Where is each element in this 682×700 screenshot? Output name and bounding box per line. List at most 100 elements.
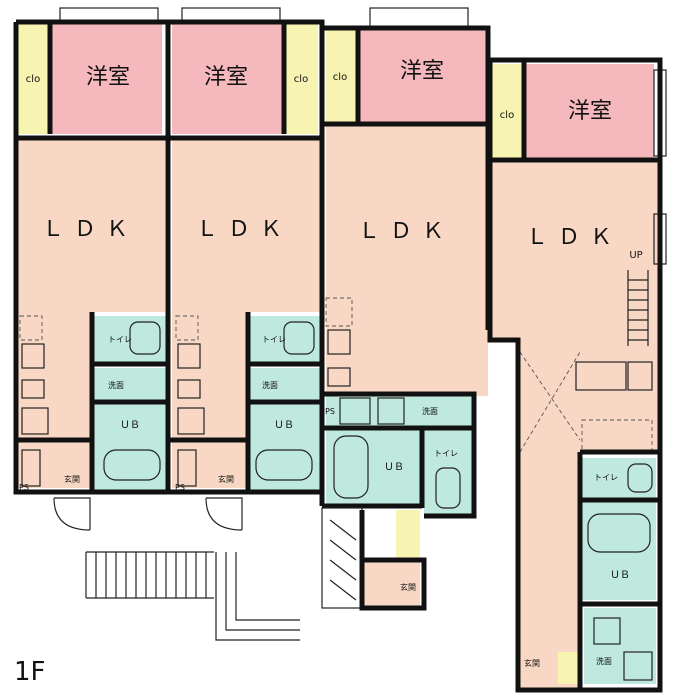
unit2-sink [177, 343, 201, 369]
unit4-closet [492, 64, 524, 158]
unit4-hall [520, 452, 580, 608]
unit4-up-label: UP [629, 250, 642, 261]
unit2-bedroom [172, 22, 284, 134]
unit4-ldk-upper [490, 162, 658, 342]
unit4-bedroom-label: 洋室 [568, 99, 612, 124]
unit3-entrance [362, 562, 420, 606]
unit2-bedroom-label: 洋室 [204, 65, 248, 90]
unit3-toilet-fixture [435, 467, 461, 509]
unit3-washroom [326, 396, 472, 426]
unit-3: 洋室 clo ＬＤＫ 洗面 ＵＢ トイレ 玄関 PS [319, 7, 491, 611]
unit1-bath [92, 404, 166, 490]
unit1-stove [21, 379, 45, 399]
unit3-entrance-walls [359, 510, 427, 611]
unit4-sink [575, 361, 627, 391]
unit2-bath-label: ＵＢ [274, 420, 294, 431]
unit1-counter-outline [19, 315, 43, 341]
unit1-fridge [21, 407, 49, 435]
unit2-ldk-label: ＬＤＫ [196, 217, 292, 242]
unit4-stove [627, 361, 653, 391]
unit1-ldk [16, 140, 165, 312]
unit4-bedroom [524, 64, 654, 158]
exterior-stairs-landing [215, 552, 300, 641]
unit1-bedroom-label: 洋室 [86, 65, 130, 90]
unit3-stove [327, 367, 351, 387]
unit3-counter-outline [325, 297, 353, 327]
unit4-washer [593, 617, 621, 645]
unit2-washroom-label: 洗面 [262, 380, 278, 390]
unit4-bathtub [587, 513, 651, 553]
unit3-stairs [321, 507, 363, 609]
unit3-bedroom [358, 28, 486, 122]
unit3-toilet [424, 428, 472, 516]
unit3-bedroom-label: 洋室 [400, 59, 444, 84]
unit3-ldk-label: ＬＤＫ [358, 219, 454, 244]
unit1-ps-label: PS [19, 483, 29, 492]
unit2-entry-door [205, 497, 243, 531]
unit1-toilet-label: トイレ [108, 335, 132, 344]
unit1-closet [16, 22, 50, 134]
unit3-bathtub [333, 435, 369, 499]
unit4-entrance-label: 玄関 [524, 658, 540, 668]
unit2-washroom [248, 368, 320, 400]
unit3-entrance-label: 玄関 [400, 582, 416, 592]
unit1-washroom-label: 洗面 [108, 380, 124, 390]
unit-4: 洋室 clo ＬＤＫ UP トイレ ＵＢ 洗面 玄関 [487, 57, 667, 693]
unit2-ps-label: PS [175, 483, 185, 492]
unit2-bath [248, 404, 320, 490]
unit1-bedroom [50, 22, 162, 134]
unit1-kitchen-entry [16, 312, 92, 488]
unit3-washer [339, 397, 371, 425]
unit3-window [369, 7, 469, 29]
unit-1: 洋室 clo ＬＤＫ トイレ 洗面 ＵＢ 玄関 PS [13, 7, 171, 531]
unit4-toilet-label: トイレ [594, 473, 618, 482]
unit3-closet [326, 28, 358, 122]
unit4-wash-basin [623, 651, 653, 681]
unit2-bathtub [255, 449, 313, 481]
unit2-stove [177, 379, 201, 399]
unit3-shoe-box [396, 510, 420, 560]
unit2-entrance-label: 玄関 [218, 474, 234, 484]
unit3-washroom-label: 洗面 [422, 406, 438, 416]
unit2-toilet-label: トイレ [262, 335, 286, 344]
unit2-kitchen-entry [172, 312, 248, 488]
unit3-toilet-label: トイレ [434, 449, 458, 458]
exterior-stairs-steps [85, 551, 214, 599]
unit1-bathtub [103, 449, 161, 481]
unit4-toilet-fixture [627, 463, 653, 493]
unit1-toilet [92, 316, 166, 364]
unit1-ldk-label: ＬＤＫ [42, 217, 138, 242]
unit4-closet-label: clo [500, 110, 514, 121]
unit2-walls [165, 19, 325, 495]
unit4-shoe-box [558, 652, 578, 684]
unit1-bath-label: ＵＢ [120, 420, 140, 431]
unit4-bath-label: ＵＢ [610, 570, 630, 581]
unit2-closet-label: clo [294, 74, 308, 85]
unit1-toilet-fixture [129, 321, 161, 355]
floor-label: 1F [14, 657, 46, 687]
unit3-walls [319, 25, 491, 519]
exterior-stairs [85, 551, 300, 641]
unit4-dashed-lines [519, 351, 581, 453]
unit2-counter-outline [175, 315, 199, 341]
unit1-entrance-label: 玄関 [64, 474, 80, 484]
unit2-shoe-box [177, 449, 197, 487]
unit4-walls [487, 57, 663, 693]
unit1-closet-label: clo [26, 74, 40, 85]
unit3-ps-label: PS [325, 407, 335, 416]
unit1-entry-door [53, 497, 91, 531]
unit1-washroom [92, 368, 166, 400]
unit2-ldk [172, 140, 321, 312]
unit2-closet [284, 22, 318, 134]
unit3-closet-label: clo [333, 72, 347, 83]
unit3-ldk [326, 126, 488, 396]
unit1-sink [21, 343, 45, 369]
unit4-ldk-kitchen [520, 342, 658, 452]
unit4-washroom-label: 洗面 [596, 656, 612, 666]
unit1-shoe-box [21, 449, 41, 487]
unit3-sink [327, 329, 351, 355]
unit3-wash-basin [377, 397, 405, 425]
unit3-bath [326, 428, 422, 506]
unit2-fridge [177, 407, 205, 435]
